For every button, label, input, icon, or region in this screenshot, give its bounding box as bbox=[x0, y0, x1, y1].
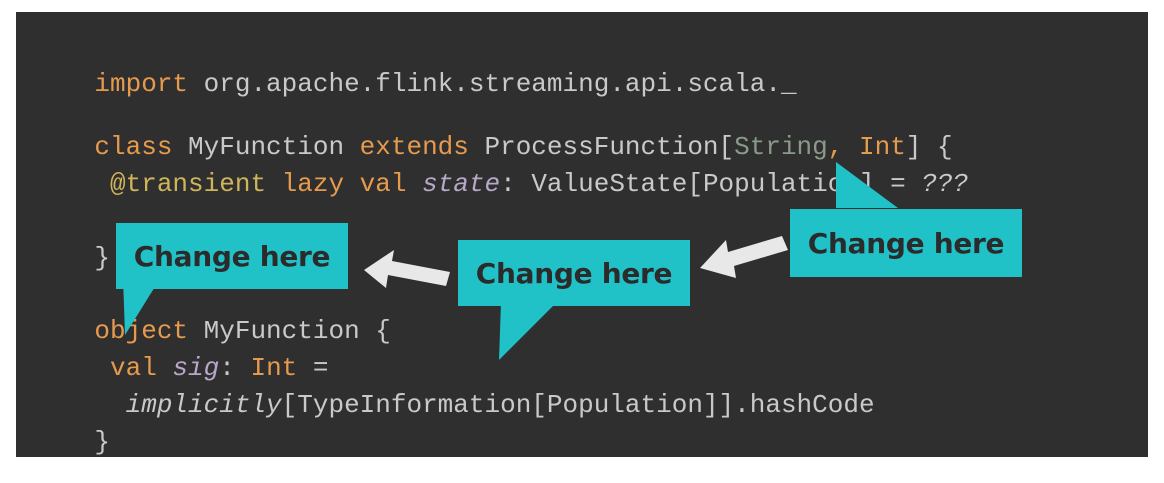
close-brace: } bbox=[94, 243, 111, 273]
fn-implicitly: implicitly bbox=[94, 390, 282, 420]
class-open: ] { bbox=[905, 132, 953, 162]
code-slide: import org.apache.flink.streaming.api.sc… bbox=[16, 12, 1148, 457]
arrow-left-icon bbox=[700, 236, 788, 278]
implicitly-args: [TypeInformation[Population]].hashCode bbox=[281, 390, 875, 420]
code-line-close-class: } bbox=[32, 219, 110, 297]
keyword-object: object bbox=[94, 316, 189, 346]
state-type: : ValueState[Population] = bbox=[500, 169, 922, 199]
keyword-class: class bbox=[94, 132, 173, 162]
callout-right-label: Change here bbox=[807, 226, 1005, 260]
callout-left: Change here bbox=[116, 223, 348, 289]
object-name: MyFunction { bbox=[188, 316, 391, 346]
code-line-object: object MyFunction { bbox=[32, 292, 391, 370]
class-name: MyFunction bbox=[172, 132, 360, 162]
code-line-state: @transient lazy val state: ValueState[Po… bbox=[32, 145, 968, 223]
type-sep: , bbox=[827, 132, 859, 162]
keyword-import: import bbox=[94, 69, 189, 99]
var-sig: sig bbox=[172, 353, 220, 383]
sig-type: Int bbox=[250, 353, 298, 383]
import-path: org.apache.flink.streaming.api.scala._ bbox=[188, 69, 797, 99]
sig-eq: = bbox=[297, 353, 329, 383]
parent-type: ProcessFunction[ bbox=[468, 132, 735, 162]
close-brace: } bbox=[94, 427, 111, 457]
code-line-sig: val sig: Int = bbox=[32, 329, 329, 407]
callout-tail bbox=[123, 277, 161, 335]
type-param-string: String bbox=[734, 132, 828, 162]
callout-tail bbox=[499, 302, 557, 360]
keyword-lazy-val: lazy val bbox=[266, 169, 423, 199]
callout-tail bbox=[836, 162, 898, 208]
code-line-import: import org.apache.flink.streaming.api.sc… bbox=[32, 45, 797, 123]
arrow-left-icon bbox=[364, 250, 450, 288]
placeholder-qqq: ??? bbox=[921, 169, 969, 199]
callout-middle: Change here bbox=[458, 240, 690, 306]
var-state: state bbox=[422, 169, 501, 199]
code-line-class: class MyFunction extends ProcessFunction… bbox=[32, 108, 953, 186]
sig-sep: : bbox=[219, 353, 251, 383]
callout-right: Change here bbox=[790, 209, 1022, 277]
type-param-int: Int bbox=[858, 132, 906, 162]
keyword-val: val bbox=[94, 353, 173, 383]
callout-left-label: Change here bbox=[133, 239, 331, 273]
code-line-implicitly: implicitly[TypeInformation[Population]].… bbox=[32, 366, 875, 444]
keyword-extends: extends bbox=[359, 132, 469, 162]
callout-middle-label: Change here bbox=[475, 256, 673, 290]
annotation-transient: @transient bbox=[94, 169, 267, 199]
code-line-close-object: } bbox=[32, 403, 110, 481]
